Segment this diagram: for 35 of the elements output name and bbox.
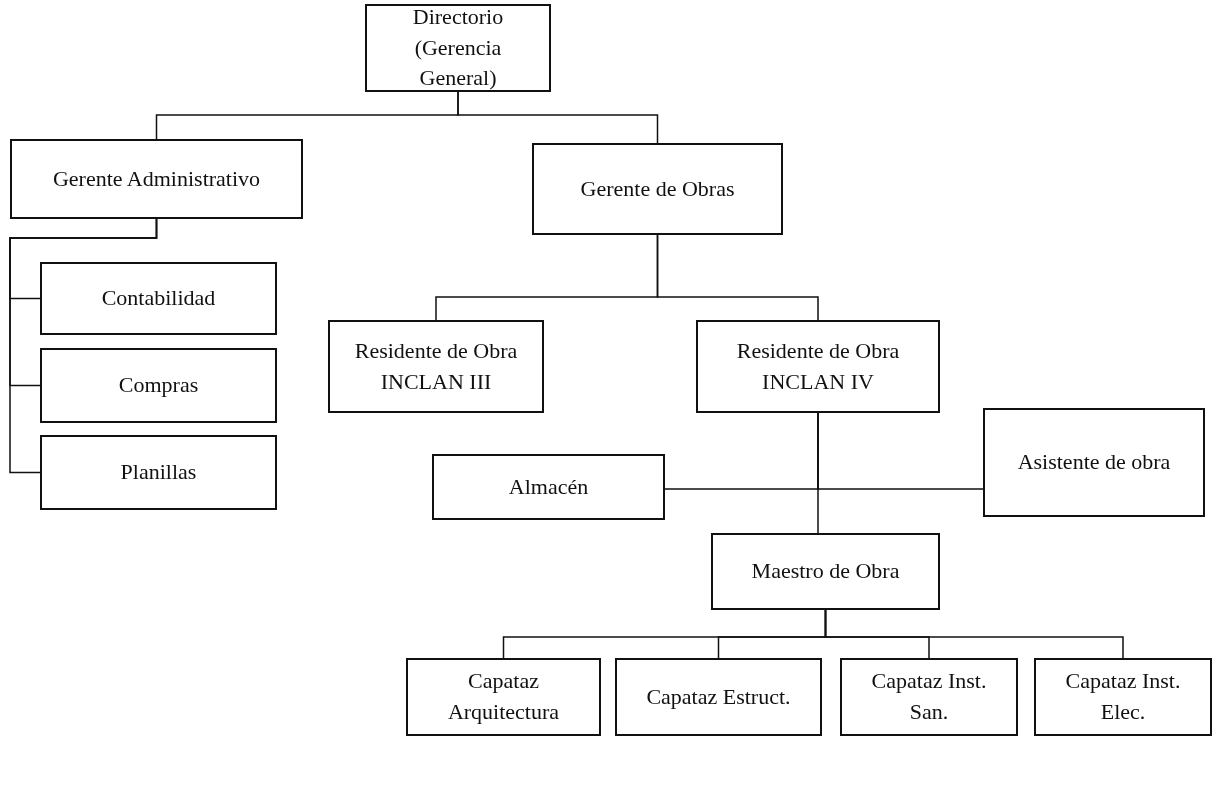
box-label: Residente de Obra INCLAN IV — [735, 336, 901, 396]
org-box — [328, 320, 544, 413]
box-label: Capataz Inst. San. — [870, 667, 988, 726]
org-box — [432, 454, 665, 520]
box-label: Gerente de Obras — [580, 174, 735, 203]
org-box — [1034, 658, 1212, 736]
org-box — [40, 348, 277, 423]
box-label: Contabilidad — [101, 284, 216, 313]
connector-line — [656, 234, 819, 321]
org-box — [615, 658, 822, 736]
box-label: Asistente de obra — [1017, 448, 1171, 477]
box-label: Capataz Arquitectura — [446, 667, 561, 726]
box-label: Gerente Administrativo — [52, 164, 261, 193]
org-box — [711, 533, 940, 610]
org-box — [840, 658, 1018, 736]
org-box — [40, 262, 277, 335]
org-box — [696, 320, 940, 413]
connector-line — [9, 218, 158, 474]
box-label: Compras — [118, 371, 199, 400]
org-box — [406, 658, 601, 736]
connector-line — [824, 609, 1124, 659]
org-box — [983, 408, 1205, 517]
connector-line — [817, 412, 819, 534]
box-label: Capataz Inst. Elec. — [1064, 667, 1182, 726]
box-label: Capataz Estruct. — [646, 682, 791, 711]
box-label: Planillas — [120, 458, 197, 487]
org-box — [365, 4, 551, 92]
org-box — [10, 139, 303, 219]
box-label: Maestro de Obra — [751, 557, 900, 586]
box-label: Directorio (Gerencia General) — [411, 2, 505, 93]
box-label: Residente de Obra INCLAN III — [353, 336, 519, 396]
box-label: Almacén — [508, 472, 589, 501]
connector-line — [457, 91, 659, 144]
org-box — [532, 143, 783, 235]
org-box — [40, 435, 277, 510]
